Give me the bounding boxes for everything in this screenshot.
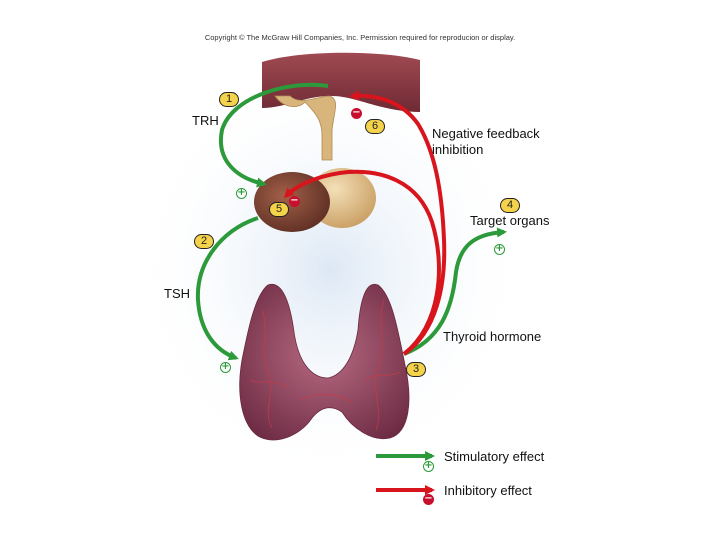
step-badge-1: 1 [219,92,239,107]
legend-inhibitory-label: Inhibitory effect [444,483,532,498]
thyroid-blood-vessels [249,299,401,431]
plus-sign-icon: + [236,187,247,199]
step-badge-5: 5 [269,202,289,217]
negative-feedback-line2: inhibition [432,142,484,157]
negative-feedback-line1: Negative feedback [432,126,540,141]
tsh-label: TSH [164,286,190,301]
pituitary-stalk [274,95,336,161]
legend-stimulatory-label: Stimulatory effect [444,449,545,464]
feedback-to-hypothalamus-arrow [349,90,447,356]
thyroid-hormone-label: Thyroid hormone [443,329,542,344]
target-organs-arrow [403,227,507,356]
minus-sign-icon: − [289,195,300,207]
legend-minus-sign-icon: − [423,493,434,505]
negative-feedback-label: Negative feedback inhibition [432,126,540,158]
thyroid-gland [239,283,410,441]
target-organs-label: Target organs [470,213,550,228]
legend-plus-sign-icon: + [423,460,434,472]
step-badge-4: 4 [500,198,520,213]
trh-arrow [218,82,329,188]
plus-sign-icon: + [494,243,505,255]
step-badge-2: 2 [194,234,214,249]
copyright-notice: Copyright © The McGraw Hill Companies, I… [204,33,516,42]
step-badge-3: 3 [406,362,426,377]
step-badge-6: 6 [365,119,385,134]
feedback-to-pituitary-arrow [283,169,441,356]
trh-label: TRH [192,113,219,128]
minus-sign-icon: − [351,107,362,119]
plus-sign-icon: + [220,361,231,373]
tsh-arrow [195,216,259,361]
